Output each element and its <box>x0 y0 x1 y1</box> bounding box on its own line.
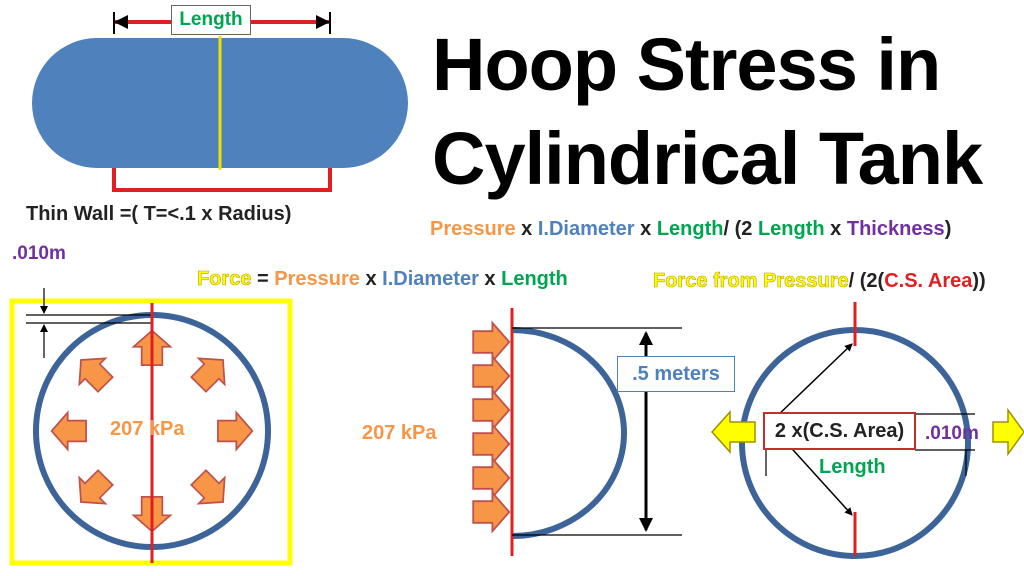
cs-thickness-label: .010m <box>925 423 979 444</box>
horizontal-pressure-arrow-3 <box>472 389 511 431</box>
pressure-label-middle: 207 kPa <box>362 422 437 444</box>
diameter-label: .5 meters <box>632 362 720 385</box>
length-arrowhead-left <box>114 15 128 29</box>
horizontal-pressure-arrow-5 <box>472 457 511 499</box>
length-arrowhead-right <box>316 15 330 29</box>
formula-x2: x <box>634 218 657 240</box>
force-length: Length <box>501 268 568 290</box>
formula-thickness: Thickness <box>846 218 945 240</box>
cs-area-label: 2 x(C.S. Area) <box>774 419 905 442</box>
formula-close: ) <box>944 218 952 240</box>
horizontal-pressure-arrow-6 <box>472 491 511 533</box>
wall-thickness-label: .010m <box>12 243 66 264</box>
horizontal-pressure-arrow-2 <box>472 355 511 397</box>
formula-pressure: Pressure <box>430 218 516 240</box>
thin-wall-rule: Thin Wall =( T=<.1 x Radius) <box>26 203 292 225</box>
pressure-cross-section <box>9 288 293 566</box>
formula-x3: x <box>824 218 847 240</box>
formula-diameter: I.Diameter <box>537 218 635 240</box>
left-force-arrow-icon <box>710 410 756 454</box>
pressure-label-left: 207 kPa <box>110 418 185 440</box>
force-diameter: I.Diameter <box>382 268 479 290</box>
force-area-cs: C.S. Area <box>884 270 973 292</box>
horizontal-pressure-arrow-1 <box>472 321 511 363</box>
force-x2: x <box>478 268 502 290</box>
half-cylinder-wall <box>511 327 627 539</box>
formula-x1: x <box>515 218 538 240</box>
title-line-2: Cylindrical Tank <box>432 117 983 200</box>
hoop-stress-formula: Pressure x I.Diameter x Length/ (2 Lengt… <box>430 218 951 241</box>
force-area-sep: / (2( <box>848 270 885 292</box>
force-formula: Force = Pressure x I.Diameter x Length <box>197 268 568 291</box>
diameter-label-box: .5 meters <box>617 356 735 392</box>
force-from-pressure: Force from Pressure <box>653 270 849 293</box>
force-pressure: Pressure <box>274 268 360 290</box>
area-arrow-upper <box>774 343 853 419</box>
force-x1: x <box>359 268 383 290</box>
length-label-box: Length <box>171 5 251 35</box>
force-eq: = <box>251 268 275 290</box>
tank-length-bracket <box>112 168 332 192</box>
tank-side-view <box>32 12 408 192</box>
right-force-arrow-icon <box>992 407 1024 457</box>
formula-length-2: Length <box>757 218 825 240</box>
length-label: Length <box>179 9 243 30</box>
cs-area-box: 2 x(C.S. Area) <box>763 412 916 450</box>
formula-sep: / (2 <box>723 218 758 240</box>
horizontal-pressure-arrow-4 <box>472 423 511 465</box>
title-line-1: Hoop Stress in <box>432 23 941 106</box>
formula-length: Length <box>656 218 724 240</box>
cs-length-label: Length <box>819 456 886 478</box>
horizontal-pressure-arrows <box>472 321 511 533</box>
force-area-formula: Force from Pressure/ (2(C.S. Area)) <box>653 270 986 293</box>
force-label: Force <box>197 268 252 291</box>
force-area-close: )) <box>972 270 986 292</box>
half-cylinder-view <box>472 308 682 556</box>
